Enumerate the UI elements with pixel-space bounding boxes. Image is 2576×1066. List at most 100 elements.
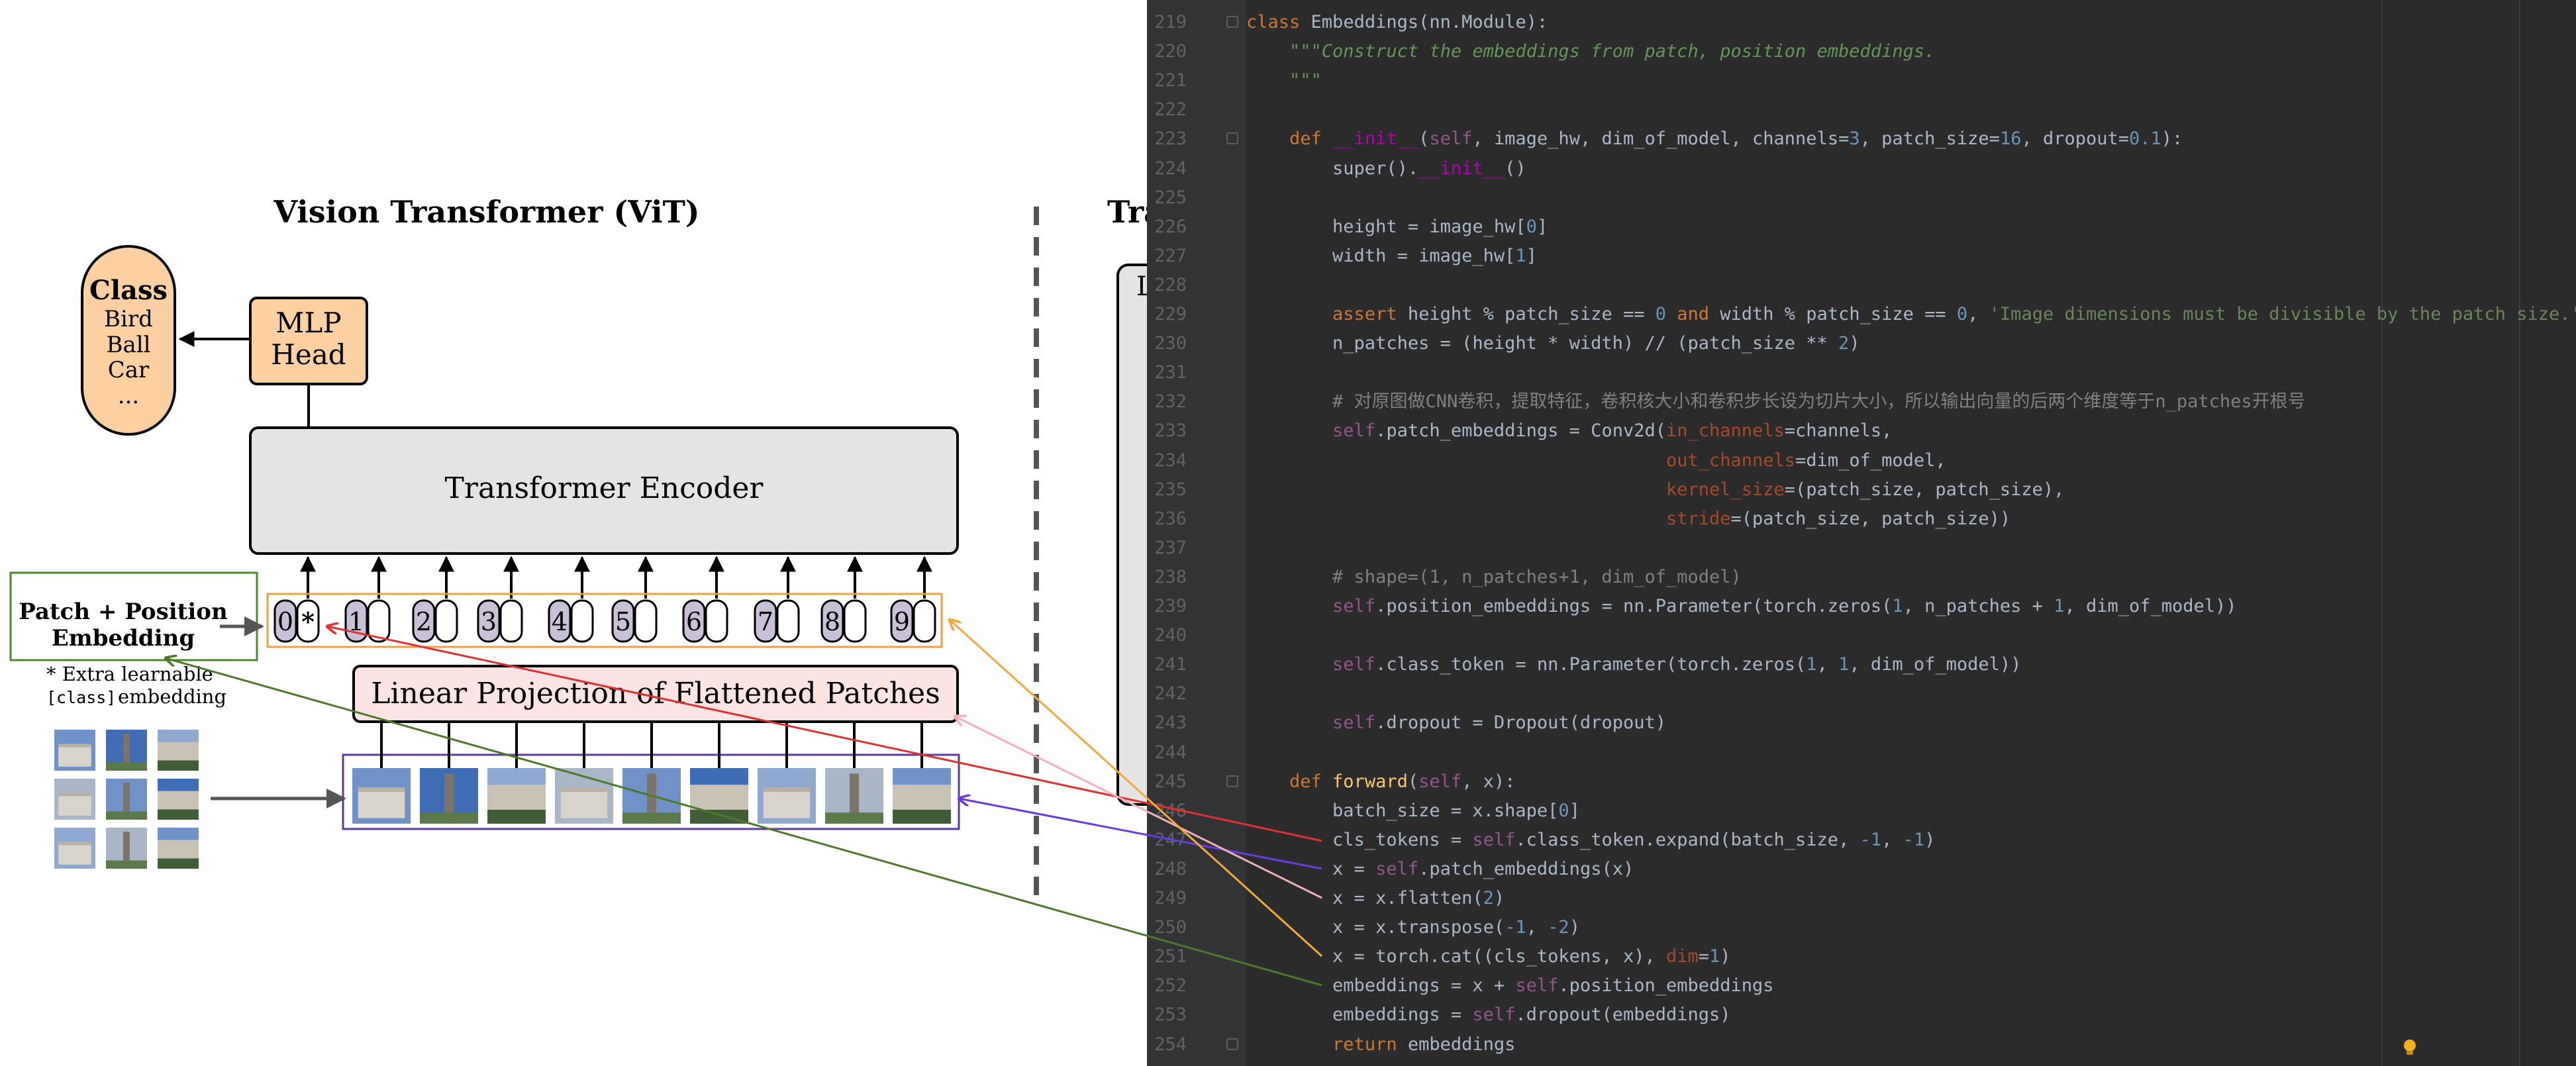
code-editor-panel[interactable]: 219 class Embeddings(nn.Module):220 """Co…: [1147, 0, 2576, 1066]
flat-patch-4: [555, 768, 613, 824]
line-number: 227: [1147, 242, 1187, 271]
token-pair-1: 1: [346, 601, 389, 642]
line-number: 251: [1147, 942, 1187, 971]
line-number: 235: [1147, 475, 1187, 505]
code-text: super().__init__(): [1246, 154, 1526, 183]
code-line[interactable]: 244: [1147, 738, 2576, 767]
grid-patch-4: [54, 779, 95, 820]
grid-patch-6: [158, 779, 199, 820]
code-line[interactable]: 243 self.dropout = Dropout(dropout): [1147, 708, 2576, 738]
line-number: 223: [1147, 124, 1187, 154]
code-line[interactable]: 240: [1147, 621, 2576, 650]
code-line[interactable]: 231: [1147, 358, 2576, 387]
extra-learnable-note: * Extra learnable: [46, 663, 213, 685]
code-line[interactable]: 251 x = torch.cat((cls_tokens, x), dim=1…: [1147, 942, 2576, 971]
code-line[interactable]: 237: [1147, 534, 2576, 563]
code-text: stride=(patch_size, patch_size)): [1246, 505, 2010, 534]
fold-marker-icon[interactable]: [1226, 16, 1238, 28]
code-line[interactable]: 219 class Embeddings(nn.Module):: [1147, 8, 2576, 37]
line-number: 219: [1147, 8, 1187, 37]
code-text: class Embeddings(nn.Module):: [1246, 8, 1548, 37]
mlp-head-line1: MLP: [275, 307, 341, 339]
flat-patch-7: [758, 768, 816, 824]
flat-patch-5: [622, 768, 681, 824]
patch-embedding-token: [368, 601, 389, 642]
code-text: x = self.patch_embeddings(x): [1246, 855, 1634, 884]
token-pair-9: 9: [891, 601, 935, 642]
flat-patch-1: [352, 768, 411, 824]
code-line[interactable]: 226 height = image_hw[0]: [1147, 213, 2576, 242]
code-line[interactable]: 230 n_patches = (height * width) // (pat…: [1147, 329, 2576, 358]
code-line[interactable]: 253 embeddings = self.dropout(embeddings…: [1147, 1000, 2576, 1030]
code-text: """Construct the embeddings from patch, …: [1246, 37, 1935, 66]
code-line[interactable]: 223 def __init__(self, image_hw, dim_of_…: [1147, 124, 2576, 154]
fold-marker-icon[interactable]: [1226, 1038, 1238, 1050]
line-number: 240: [1147, 621, 1187, 650]
code-line[interactable]: 248 x = self.patch_embeddings(x): [1147, 855, 2576, 884]
position-token-label: 5: [615, 607, 631, 636]
line-number: 231: [1147, 358, 1187, 387]
diagram-title: Vision Transformer (ViT): [273, 194, 699, 230]
line-number: 226: [1147, 213, 1187, 242]
code-line[interactable]: 222: [1147, 95, 2576, 124]
code-text: out_channels=dim_of_model,: [1246, 446, 1946, 475]
code-line[interactable]: 250 x = x.transpose(-1, -2): [1147, 913, 2576, 942]
lightbulb-icon[interactable]: [2403, 1039, 2417, 1056]
class-token-star: *: [301, 606, 315, 636]
code-line[interactable]: 238 # shape=(1, n_patches+1, dim_of_mode…: [1147, 563, 2576, 592]
code-line[interactable]: 245 def forward(self, x):: [1147, 767, 2576, 797]
code-line[interactable]: 236 stride=(patch_size, patch_size)): [1147, 505, 2576, 534]
code-line[interactable]: 246 batch_size = x.shape[0]: [1147, 797, 2576, 826]
flat-patch-9: [893, 768, 951, 824]
position-token-label: 8: [824, 607, 840, 636]
code-line[interactable]: 242: [1147, 679, 2576, 708]
code-text: width = image_hw[1]: [1246, 242, 1537, 271]
line-number: 224: [1147, 154, 1187, 183]
grid-patch-3: [158, 730, 199, 771]
line-number: 230: [1147, 329, 1187, 358]
code-text: embeddings = x + self.position_embedding…: [1246, 971, 1774, 1000]
code-line[interactable]: 252 embeddings = x + self.position_embed…: [1147, 971, 2576, 1000]
line-number: 234: [1147, 446, 1187, 475]
code-text: height = image_hw[0]: [1246, 213, 1548, 242]
code-line[interactable]: 247 cls_tokens = self.class_token.expand…: [1147, 826, 2576, 855]
line-number: 246: [1147, 797, 1187, 826]
code-line[interactable]: 228: [1147, 271, 2576, 300]
patch-position-line1: Patch + Position: [19, 599, 227, 625]
grid-patch-9: [158, 828, 199, 869]
code-line[interactable]: 235 kernel_size=(patch_size, patch_size)…: [1147, 475, 2576, 505]
class-item-car: Car: [108, 357, 150, 383]
patch-embedding-token: [777, 601, 799, 642]
code-line[interactable]: 233 self.patch_embeddings = Conv2d(in_ch…: [1147, 416, 2576, 446]
code-line[interactable]: 220 """Construct the embeddings from pat…: [1147, 37, 2576, 66]
code-line[interactable]: 241 self.class_token = nn.Parameter(torc…: [1147, 650, 2576, 679]
token-pair-6: 6: [683, 601, 727, 642]
encoder-detail-letter: L: [1136, 271, 1147, 302]
position-token-label: 6: [686, 607, 702, 636]
code-line[interactable]: 254 return embeddings: [1147, 1030, 2576, 1059]
code-line[interactable]: 239 self.position_embeddings = nn.Parame…: [1147, 592, 2576, 621]
code-line[interactable]: 221 """: [1147, 66, 2576, 95]
class-item-ball: Ball: [106, 332, 150, 358]
fold-marker-icon[interactable]: [1226, 775, 1238, 787]
code-line[interactable]: 229 assert height % patch_size == 0 and …: [1147, 300, 2576, 329]
line-number: 225: [1147, 183, 1187, 213]
token-pair-8: 8: [822, 601, 866, 642]
code-text: self.class_token = nn.Parameter(torch.ze…: [1246, 650, 2021, 679]
code-line[interactable]: 234 out_channels=dim_of_model,: [1147, 446, 2576, 475]
class-token-code: [class]: [46, 688, 116, 707]
patch-embedding-token: [914, 601, 935, 642]
code-line[interactable]: 224 super().__init__(): [1147, 154, 2576, 183]
fold-marker-icon[interactable]: [1226, 132, 1238, 144]
code-line[interactable]: 225: [1147, 183, 2576, 213]
grid-patch-7: [54, 828, 95, 869]
code-line[interactable]: 232 # 对原图做CNN卷积，提取特征，卷积核大小和卷积步长设为切片大小，所以…: [1147, 387, 2576, 416]
code-line[interactable]: 249 x = x.flatten(2): [1147, 884, 2576, 913]
code-text: kernel_size=(patch_size, patch_size),: [1246, 475, 2064, 505]
class-item-bird: Bird: [104, 306, 153, 332]
code-line[interactable]: 227 width = image_hw[1]: [1147, 242, 2576, 271]
position-token-label: 3: [481, 607, 497, 636]
line-number: 236: [1147, 505, 1187, 534]
line-number: 247: [1147, 826, 1187, 855]
